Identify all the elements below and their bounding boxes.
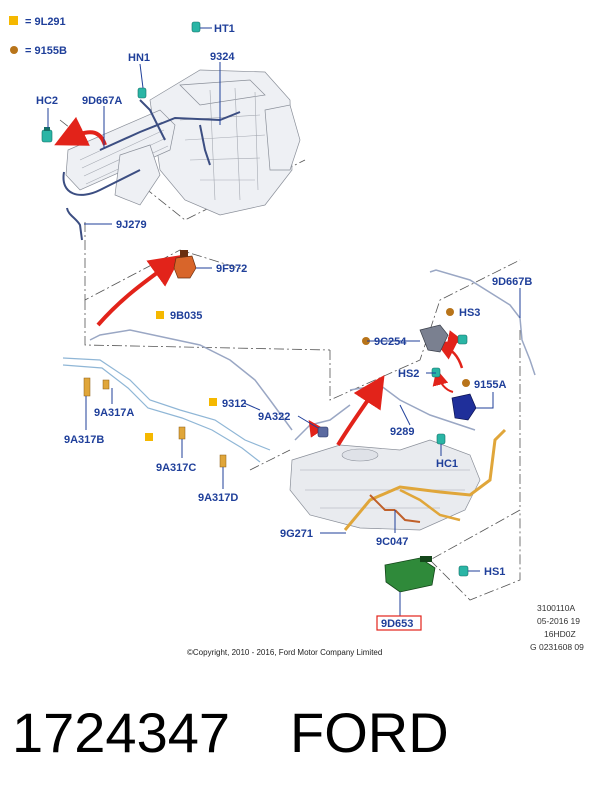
solenoid-9155a-icon bbox=[451, 393, 477, 421]
callout-9d653: 9D653 bbox=[381, 618, 413, 630]
marker-dot-icon bbox=[462, 379, 470, 387]
engine-hoses bbox=[62, 99, 241, 241]
hs3-connector-icon bbox=[457, 334, 468, 345]
callout-9c254: 9C254 bbox=[374, 336, 407, 348]
callout-hc2: HC2 bbox=[36, 95, 58, 107]
doc-code-4: G 0231608 09 bbox=[530, 642, 584, 652]
callout-ht1: HT1 bbox=[214, 23, 235, 35]
callout-9289: 9289 bbox=[390, 426, 414, 438]
document-codes: 3100110A 05-2016 19 16HD0Z G 0231608 09 bbox=[530, 603, 584, 652]
callout-hs1: HS1 bbox=[484, 566, 505, 578]
highlight-box-9d653 bbox=[376, 615, 422, 631]
hn1-connector-icon bbox=[137, 87, 147, 99]
marker-square-icon bbox=[145, 433, 153, 441]
marker-dot-icon bbox=[362, 337, 370, 345]
fill-lines bbox=[343, 428, 507, 531]
fuel-lines bbox=[62, 269, 536, 463]
clip-9a317c-icon bbox=[178, 426, 186, 440]
legend-label-9l291: = 9L291 bbox=[25, 16, 66, 28]
marker-square-icon bbox=[156, 311, 164, 319]
callout-9324: 9324 bbox=[210, 51, 235, 63]
callout-9a317a: 9A317A bbox=[94, 407, 134, 419]
callout-9f972: 9F972 bbox=[216, 263, 247, 275]
hc2-connector-icon bbox=[41, 127, 53, 143]
hc1-connector-icon bbox=[436, 433, 446, 445]
callout-9a317b: 9A317B bbox=[64, 434, 104, 446]
callout-9d667a: 9D667A bbox=[82, 95, 122, 107]
callout-9a322: 9A322 bbox=[258, 411, 290, 423]
callout-9g271: 9G271 bbox=[280, 528, 313, 540]
assembly-outlines bbox=[59, 119, 521, 601]
callout-hc1: HC1 bbox=[436, 458, 458, 470]
callout-9c047: 9C047 bbox=[376, 536, 408, 548]
callout-9j279: 9J279 bbox=[116, 219, 147, 231]
doc-code-3: 16HD0Z bbox=[544, 629, 576, 639]
callout-9b035: 9B035 bbox=[170, 310, 202, 322]
callout-hn1: HN1 bbox=[128, 52, 150, 64]
copyright-text: ©Copyright, 2010 - 2016, Ford Motor Comp… bbox=[187, 648, 382, 657]
doc-code-1: 3100110A bbox=[537, 603, 575, 613]
legend-dot-icon bbox=[10, 46, 18, 54]
marker-square-icon bbox=[209, 398, 217, 406]
doc-code-2: 05-2016 19 bbox=[537, 616, 580, 626]
components bbox=[41, 21, 477, 593]
leader-lines bbox=[47, 27, 521, 616]
part-number: 1724347 bbox=[12, 701, 231, 764]
callout-9a317c: 9A317C bbox=[156, 462, 196, 474]
clip-9a317b-icon bbox=[83, 377, 91, 397]
callout-hs2: HS2 bbox=[398, 368, 419, 380]
marker-dot-icon bbox=[446, 308, 454, 316]
engine-assembly bbox=[65, 69, 301, 216]
brand-name: FORD bbox=[290, 701, 449, 764]
callout-9d667b: 9D667B bbox=[492, 276, 532, 288]
clip-9a317d-icon bbox=[219, 454, 227, 468]
callout-9312: 9312 bbox=[222, 398, 246, 410]
callout-labels: HT1 HN1 9324 HC2 9D667A 9J279 9F972 9D66… bbox=[36, 23, 532, 631]
sensor-9f972-icon bbox=[173, 250, 197, 279]
canister-9d653-icon bbox=[384, 556, 436, 593]
legend-square-icon bbox=[9, 16, 18, 25]
legend-label-9155b: = 9155B bbox=[25, 45, 67, 57]
valve-9a322-icon bbox=[317, 426, 329, 438]
clip-9a317a-icon bbox=[102, 379, 110, 390]
legend: = 9L291 = 9155B bbox=[9, 16, 67, 57]
valve-9c254-icon bbox=[419, 324, 449, 353]
hs1-connector-icon bbox=[458, 565, 469, 577]
inline-legend-markers bbox=[145, 308, 470, 441]
fuel-tank bbox=[289, 439, 481, 531]
callout-9a317d: 9A317D bbox=[198, 492, 238, 504]
callout-9155a: 9155A bbox=[474, 379, 506, 391]
ht1-connector-icon bbox=[191, 21, 201, 33]
callout-hs3: HS3 bbox=[459, 307, 480, 319]
